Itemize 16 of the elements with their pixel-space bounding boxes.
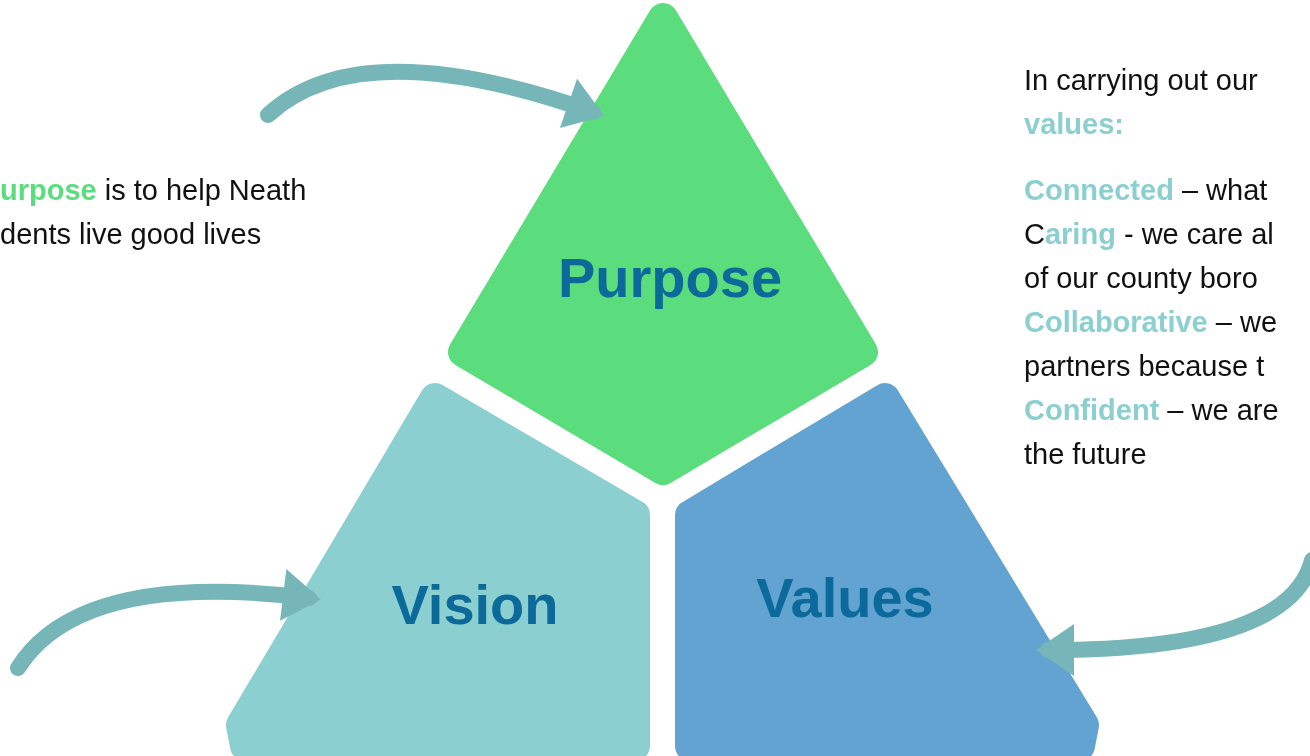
text-line: Caring - we care al [1024, 217, 1274, 252]
text-line: the future [1024, 437, 1147, 472]
text-line: values: [1024, 107, 1124, 142]
text-line: partners because t [1024, 349, 1265, 384]
text-line: of our county boro [1024, 261, 1258, 296]
text-line: In carrying out our [1024, 63, 1258, 98]
curved-arrow [260, 63, 605, 129]
curved-arrow [1036, 552, 1310, 676]
text-line: Collaborative – we [1024, 305, 1278, 340]
curved-arrow [10, 569, 321, 676]
shape-title: Vision [391, 577, 559, 633]
text-line: urpose is to help Neath [0, 173, 307, 208]
text-line: dents live good lives [0, 217, 262, 252]
shape-title: Values [756, 570, 934, 626]
text-line: Confident – we are [1024, 393, 1279, 428]
text-line: Connected – what [1024, 173, 1268, 208]
